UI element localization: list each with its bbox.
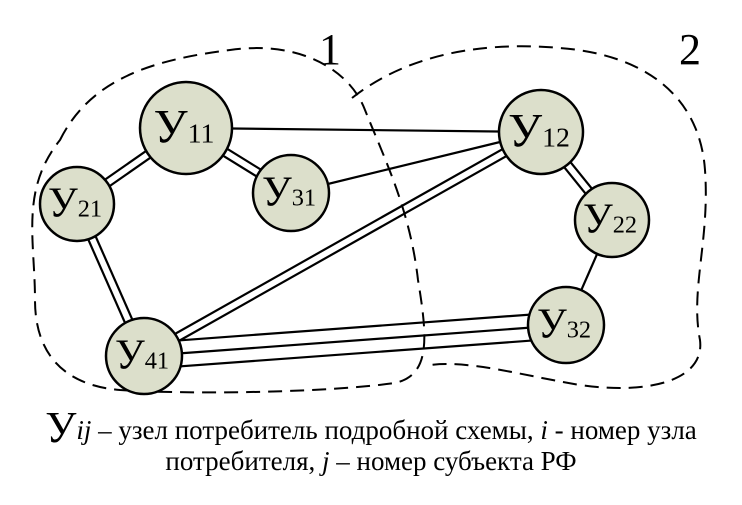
edge-41-32 (143, 323, 567, 358)
caption-text: – номер субъекта РФ (329, 446, 577, 476)
node-12 (497, 88, 585, 176)
edge-41-12 (141, 127, 540, 354)
edge-11-12 (185, 126, 542, 134)
region-label-1: 1 (319, 25, 341, 74)
node-label-21: У21 (48, 181, 102, 227)
caption-line-1: Уij – узел потребитель подробной схемы, … (0, 402, 742, 453)
caption-line-2: потребителя, j – номер субъекта РФ (0, 446, 742, 477)
caption-j: j (322, 446, 330, 476)
node-label-12: У12 (508, 104, 570, 157)
node-31 (251, 153, 331, 233)
node-label-22: У22 (583, 197, 637, 243)
caption-symbol-sub: ij (76, 415, 92, 445)
caption-symbol: У (45, 403, 77, 452)
node-label-32: У32 (537, 302, 591, 348)
edge-41-12 (145, 134, 544, 361)
node-41 (104, 316, 184, 396)
edge-41-32 (142, 310, 566, 345)
region-2-boundary (351, 45, 707, 389)
caption-text: – узел потребитель подробной схемы, (91, 415, 541, 445)
caption-i: i (540, 415, 548, 445)
node-11 (138, 80, 234, 176)
node-22 (573, 181, 651, 259)
node-label-41: У41 (115, 333, 169, 379)
node-label-31: У31 (262, 170, 316, 216)
node-21 (38, 165, 116, 243)
caption-text: - номер узла (547, 415, 697, 445)
caption-text: потребителя, (165, 446, 322, 476)
region-label-2: 2 (679, 25, 701, 74)
node-label-11: У11 (154, 100, 215, 153)
node-32 (526, 285, 606, 365)
edge-41-32 (144, 336, 568, 371)
